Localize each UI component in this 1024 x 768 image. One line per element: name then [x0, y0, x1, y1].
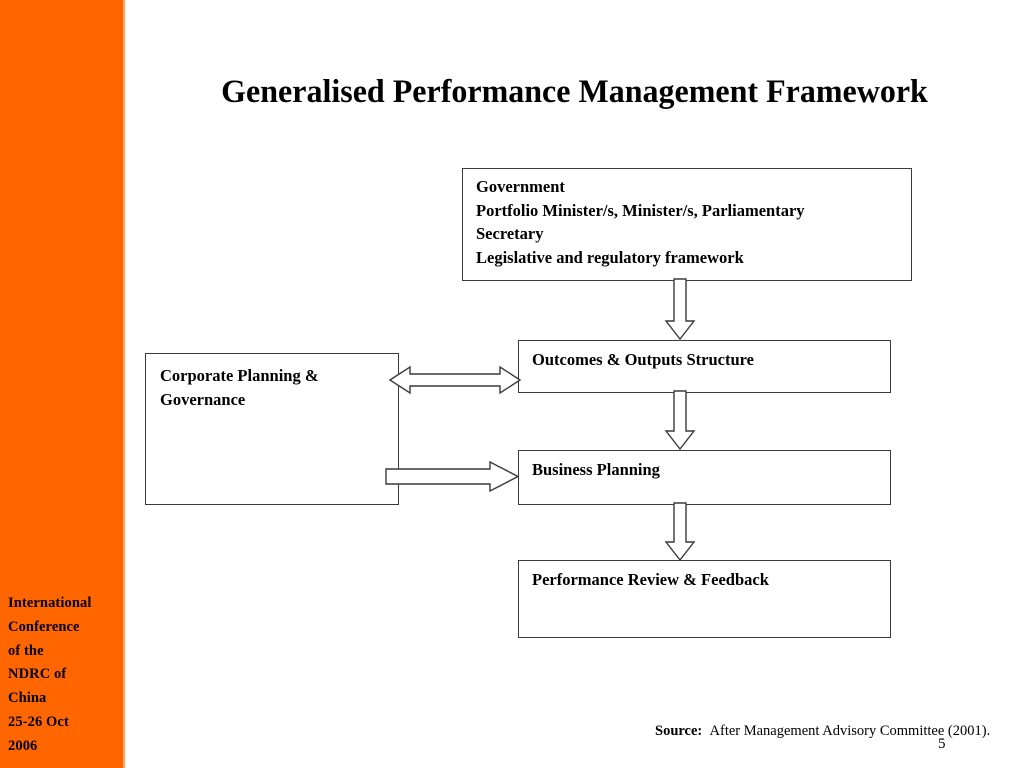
government-line-2: Portfolio Minister/s, Minister/s, Parlia… — [476, 200, 805, 220]
conference-line-6: 25-26 Oct — [8, 713, 69, 730]
page-number: 5 — [938, 736, 946, 752]
connector-business-to-performance-icon — [664, 502, 696, 562]
conference-info-block: International Conference of the NDRC of … — [8, 592, 126, 759]
connector-government-to-outcomes-icon — [664, 278, 696, 341]
corporate-line-1: Corporate Planning & — [160, 366, 319, 385]
outcomes-line-1: Outcomes & Outputs Structure — [532, 350, 754, 369]
government-line-1: Government — [476, 177, 565, 196]
diagram-box-performance-review-text: Performance Review & Feedback — [532, 568, 884, 592]
diagram-box-outcomes: Outcomes & Outputs Structure — [518, 340, 891, 393]
conference-line-2: Conference — [8, 618, 80, 635]
connector-corporate-to-outcomes-icon — [388, 365, 522, 395]
diagram-box-business-planning: Business Planning — [518, 450, 891, 505]
business-line-1: Business Planning — [532, 460, 660, 479]
government-line-4: Legislative and regulatory framework — [476, 247, 744, 267]
page-title: Generalised Performance Management Frame… — [221, 74, 928, 110]
sidebar-edge-highlight — [123, 0, 126, 768]
government-line-3: Secretary — [476, 224, 544, 243]
conference-line-1: International — [8, 595, 92, 611]
conference-line-7: 2006 — [8, 737, 38, 754]
conference-line-3: of the — [8, 642, 44, 659]
conference-line-4: NDRC of — [8, 666, 67, 683]
diagram-box-government: Government Portfolio Minister/s, Ministe… — [462, 168, 912, 281]
diagram-box-government-text: Government Portfolio Minister/s, Ministe… — [476, 175, 905, 269]
performance-line-1: Performance Review & Feedback — [532, 570, 769, 589]
orange-sidebar — [0, 0, 125, 768]
diagram-box-corporate-planning: Corporate Planning & Governance — [145, 353, 399, 505]
diagram-box-performance-review: Performance Review & Feedback — [518, 560, 891, 638]
diagram-box-corporate-planning-text: Corporate Planning & Governance — [160, 364, 392, 411]
corporate-line-2: Governance — [160, 389, 246, 409]
diagram-box-outcomes-text: Outcomes & Outputs Structure — [532, 348, 884, 372]
diagram-box-business-planning-text: Business Planning — [532, 458, 884, 482]
connector-outcomes-to-business-icon — [664, 390, 696, 451]
source-note: Source: After Management Advisory Commit… — [655, 722, 990, 740]
source-text: After Management Advisory Committee (200… — [709, 723, 991, 739]
connector-corporate-to-business-icon — [385, 460, 520, 493]
conference-line-5: China — [8, 690, 47, 707]
source-label: Source: — [655, 723, 703, 739]
